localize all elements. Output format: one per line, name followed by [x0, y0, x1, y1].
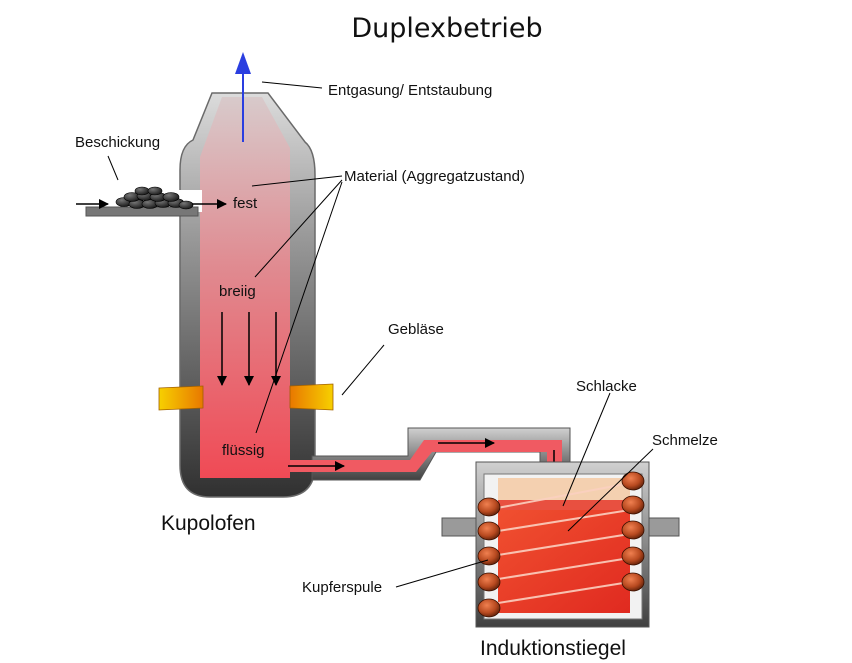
- downflow-arrows: [217, 312, 281, 386]
- label-induktionstiegel: Induktionstiegel: [480, 637, 626, 660]
- label-schmelze: Schmelze: [652, 432, 718, 449]
- charging-platform: [85, 206, 199, 217]
- label-fest: fest: [233, 195, 258, 212]
- coil-turns-right: [621, 471, 645, 592]
- coal-pile: [115, 186, 194, 210]
- label-material: Material (Aggregatzustand): [344, 168, 525, 185]
- exhaust-arrow: [235, 52, 251, 142]
- label-entgasung: Entgasung/ Entstaubung: [328, 82, 492, 99]
- label-schlacke: Schlacke: [576, 378, 637, 395]
- channel-melt: [290, 440, 562, 488]
- diagram-title: Duplexbetrieb: [351, 13, 542, 44]
- leader-lines: [107, 81, 654, 588]
- blower-nozzle-left: [158, 385, 204, 411]
- label-kupferspule: Kupferspule: [302, 579, 382, 596]
- label-breiig: breiig: [219, 283, 256, 300]
- label-geblaese: Gebläse: [388, 321, 444, 338]
- label-beschickung: Beschickung: [75, 134, 160, 151]
- induction-crucible: [441, 461, 680, 628]
- label-kupolofen: Kupolofen: [161, 512, 256, 535]
- blower-nozzle-right: [289, 383, 334, 411]
- coil-windings: [491, 481, 637, 605]
- coil-turns-left: [477, 497, 501, 618]
- label-fluessig: flüssig: [222, 442, 265, 459]
